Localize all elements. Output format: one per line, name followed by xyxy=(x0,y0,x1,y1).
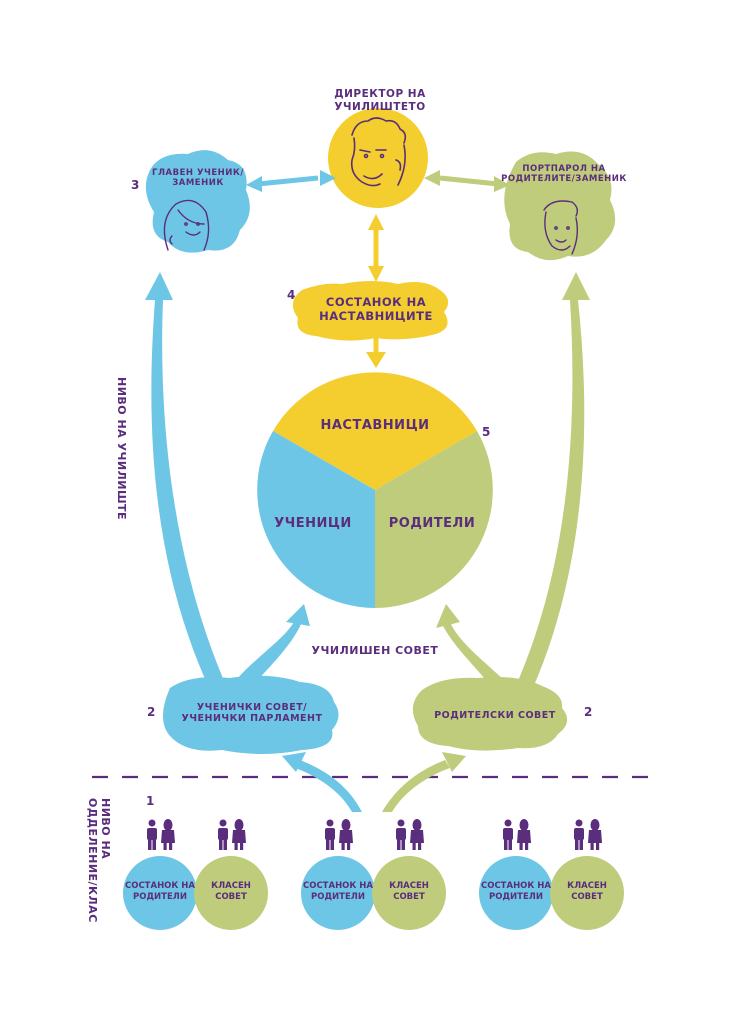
class-council-circle-2 xyxy=(372,856,446,930)
class-level-number: 1 xyxy=(146,794,155,808)
school-council-title: УЧИЛИШЕН СОВЕТ xyxy=(311,644,439,657)
person-male-icon xyxy=(574,819,584,850)
student-leader-blob xyxy=(145,150,250,253)
director-circle xyxy=(328,108,428,208)
arrow-parent-council-to-rep xyxy=(514,300,585,690)
pie-label-parents: РОДИТЕЛИ xyxy=(388,516,476,531)
arrow-head-leader-right xyxy=(246,176,262,192)
student-council-label-line1: УЧЕНИЧКИ СОВЕТ/ xyxy=(196,702,308,713)
parent-rep-label-line2: РОДИТЕЛИТЕ/ЗАМЕНИК xyxy=(501,174,627,185)
person-female-icon xyxy=(588,819,602,850)
student-leader-number: 3 xyxy=(131,178,140,192)
person-male-icon xyxy=(147,819,157,850)
arrow-head-director-left xyxy=(320,170,336,186)
mentors-meeting-label-line2: НАСТАВНИЦИТЕ xyxy=(319,308,433,323)
director-label: ДИРЕКТОР НА УЧИЛИШТЕТО xyxy=(334,88,426,113)
parent-rep-label-line1: ПОРТПАРОЛ НА xyxy=(522,164,606,174)
arrow-head-parent-rep xyxy=(562,272,590,300)
class-level-label: НИВО НА ОДДЕЛЕНИЕ/КЛАС xyxy=(86,798,112,923)
mentors-meeting-number: 4 xyxy=(287,288,296,302)
arrow-class-to-parent-council xyxy=(382,760,450,812)
student-council-label-line2: УЧЕНИЧКИ ПАРЛАМЕНТ xyxy=(181,713,323,725)
arrow-parent-council-to-pie xyxy=(442,622,514,695)
parents-meeting-label-line2: РОДИТЕЛИ xyxy=(311,892,365,903)
arrow-head-student-council xyxy=(282,752,306,772)
arrow-head-up-director xyxy=(368,214,384,230)
student-leader-label-line2: ЗАМЕНИК xyxy=(172,178,224,189)
arrow-head-director-right xyxy=(424,170,440,186)
parents-meeting-circle-3 xyxy=(479,856,553,930)
class-level-label-line1: НИВО НА xyxy=(99,798,112,860)
person-female-icon xyxy=(339,819,353,850)
student-leader-label-line1: ГЛАВЕН УЧЕНИК/ xyxy=(152,168,244,178)
person-female-icon xyxy=(161,819,175,850)
parent-council-blob xyxy=(412,677,568,751)
face-girl-icon xyxy=(163,199,210,251)
pie-label-students: УЧЕНИЦИ xyxy=(274,516,352,531)
arrow-class-to-student-council xyxy=(295,760,362,812)
school-council-number: 5 xyxy=(482,425,491,439)
mentors-meeting-label-line1: СОСТАНОК НА xyxy=(325,295,427,309)
person-male-icon xyxy=(503,819,513,850)
class-council-label-line1: КЛАСЕН xyxy=(389,881,429,891)
arrow-head-down-pie xyxy=(366,352,386,368)
person-female-icon xyxy=(517,819,531,850)
mentors-meeting-label: СОСТАНОК НА НАСТАВНИЦИТЕ xyxy=(306,295,446,324)
mentors-meeting-blob xyxy=(292,281,449,341)
parents-meeting-circle-2 xyxy=(301,856,375,930)
parent-rep-blob xyxy=(504,151,616,261)
pie-segment-students xyxy=(257,431,375,608)
school-council-pie xyxy=(257,372,493,608)
parent-council-number: 2 xyxy=(584,705,593,719)
parents-meeting-label-line1: СОСТАНОК НА xyxy=(302,881,374,891)
parents-meeting-label-line1: СОСТАНОК НА xyxy=(124,881,196,891)
arrow-head-pie-green xyxy=(436,604,460,628)
parents-meeting-circle-1 xyxy=(123,856,197,930)
parents-meeting-label-line1: СОСТАНОК НА xyxy=(480,881,552,891)
person-male-icon xyxy=(325,819,335,850)
class-council-label-line2: СОВЕТ xyxy=(571,892,603,903)
class-level-label-line2: ОДДЕЛЕНИЕ/КЛАС xyxy=(86,798,100,923)
pie-segment-parents xyxy=(375,431,493,608)
parents-meeting-label-line2: РОДИТЕЛИ xyxy=(489,892,543,903)
student-council-blob xyxy=(163,675,339,754)
parents-meeting-label-line2: РОДИТЕЛИ xyxy=(133,892,187,903)
person-female-icon xyxy=(410,819,424,850)
class-council-circle-1 xyxy=(194,856,268,930)
class-council-circle-3 xyxy=(550,856,624,930)
student-leader-label: ГЛАВЕН УЧЕНИК/ ЗАМЕНИК xyxy=(148,168,248,188)
student-council-number: 2 xyxy=(147,705,156,719)
pie-segment-mentors xyxy=(273,372,477,490)
arrow-head-pie-blue xyxy=(286,604,310,626)
arrow-student-council-to-leader xyxy=(151,300,228,690)
person-male-icon xyxy=(396,819,406,850)
parent-rep-label: ПОРТПАРОЛ НА РОДИТЕЛИТЕ/ЗАМЕНИК xyxy=(500,164,628,184)
class-council-label-line2: СОВЕТ xyxy=(215,892,247,903)
parent-council-label: РОДИТЕЛСКИ СОВЕТ xyxy=(434,710,556,721)
person-female-icon xyxy=(232,819,246,850)
class-council-label-line1: КЛАСЕН xyxy=(211,881,251,891)
class-council-label-line2: СОВЕТ xyxy=(393,892,425,903)
face-man-curly-hair-icon xyxy=(350,117,407,187)
arrow-head-parent-council xyxy=(442,752,466,772)
arrow-head-student-leader xyxy=(145,272,173,300)
arrow-head-down-meeting xyxy=(368,266,384,282)
pie-label-mentors: НАСТАВНИЦИ xyxy=(320,418,430,433)
face-man-icon xyxy=(543,200,579,255)
arrow-head-rep-left xyxy=(494,176,510,192)
school-level-label: НИВО НА УЧИЛИШТЕ xyxy=(115,377,128,521)
person-male-icon xyxy=(218,819,228,850)
class-council-label-line1: КЛАСЕН xyxy=(567,881,607,891)
student-council-label: УЧЕНИЧКИ СОВЕТ/ УЧЕНИЧКИ ПАРЛАМЕНТ xyxy=(172,702,332,725)
